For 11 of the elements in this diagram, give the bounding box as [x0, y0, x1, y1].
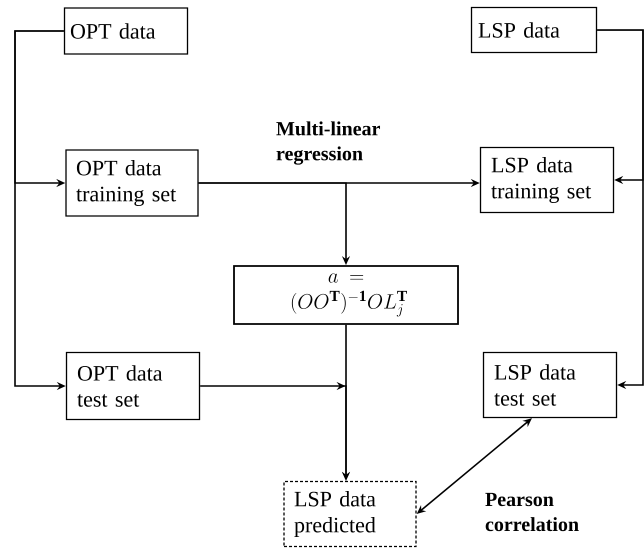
formula-box: $a=(OO^{\mathbf{T}})^{\mathbf{-1}}OL_j^{\mathbf{T}}$	[233, 265, 459, 325]
process-box: OPT data	[64, 7, 188, 55]
edge-label: Pearson correlation	[485, 492, 579, 532]
dashed-box: LSP data predicted	[283, 480, 417, 548]
process-box: LSP data test set	[482, 352, 618, 418]
edge-label: Multi-linear regression	[276, 121, 380, 165]
process-box: OPT data training set	[65, 149, 199, 217]
process-box: LSP data training set	[480, 146, 614, 214]
arrow	[597, 29, 644, 390]
process-box: OPT data test set	[66, 352, 200, 420]
process-box: LSP data	[470, 6, 598, 54]
